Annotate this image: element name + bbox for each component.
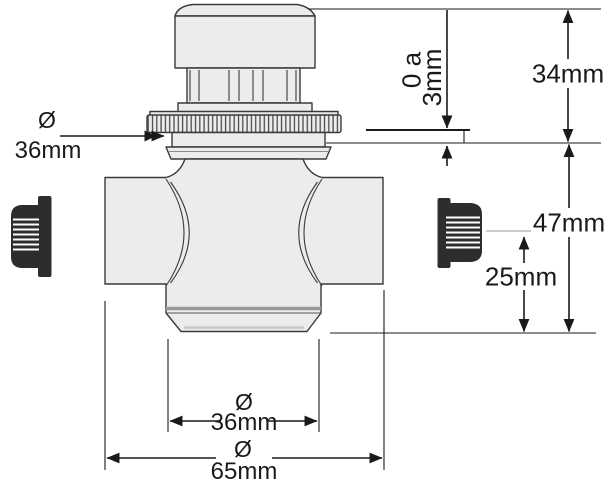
valve-body [104,158,384,333]
overall-width-symbol: Ø [234,436,252,462]
dimension-label-34mm: 34mm [532,59,604,89]
bonnet-flange [165,146,332,160]
ring-diameter-label: 36mm [15,137,82,164]
knurled-ring [146,114,342,134]
dimension-body-height: 47mm [531,143,609,333]
dimension-overall-width: Ø 65mm [104,290,385,483]
left-port-plug [11,196,52,277]
adjustment-label-line1: 0 a [397,51,427,88]
knob-stem-flutes [189,70,297,101]
base-diameter-symbol: Ø [235,389,253,415]
label-bg-47mm [531,208,609,237]
dimension-port-centerline-height: 25mm [482,236,560,333]
valve-assembly [104,3,384,333]
adjustment-label-line2: 3mm [417,49,447,107]
base-diameter-label: 36mm [211,409,278,436]
dimension-label-25mm: 25mm [485,262,557,292]
left-plug-body [11,205,44,268]
collar [171,131,326,148]
right-fillet-curves [298,178,323,287]
dimension-label-47mm: 47mm [533,208,605,238]
dimension-adjustment-travel: 0 a 3mm [397,10,453,166]
knob-stem [186,67,301,104]
right-port-plug [437,198,482,268]
dimension-ring-diameter: Ø 36mm [15,107,165,164]
left-plug-threads [13,218,39,251]
ring-diameter-symbol: Ø [38,107,56,133]
knob-cap-body [174,15,316,69]
knob-cap-dome [174,3,316,17]
label-bg-25mm [482,263,560,290]
label-bg-34mm [530,59,608,88]
left-fillet-curves [165,178,190,287]
ring-diameter-leader-arrow-second-head [144,130,156,142]
right-plug-threads [446,216,480,249]
overall-width-label: 65mm [211,458,278,483]
dimension-base-diameter: Ø 36mm [167,339,320,436]
dimension-cap-height: 34mm [530,9,608,143]
